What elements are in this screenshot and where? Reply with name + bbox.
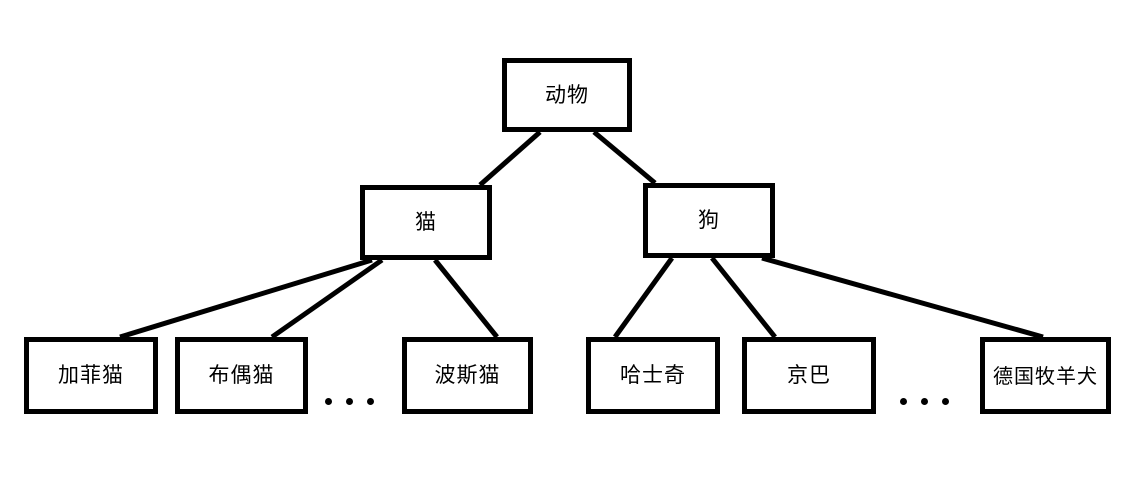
edge-root-to-cat (478, 130, 542, 187)
node-persian-cat-label: 波斯猫 (434, 363, 501, 387)
node-german-shepherd-label: 德国牧羊犬 (993, 363, 1098, 388)
ellipsis-dot (942, 398, 949, 405)
node-garfield-cat-label: 加菲猫 (58, 363, 124, 387)
edge-root-to-dog (592, 130, 657, 185)
edge-cat-to-cat3 (433, 258, 499, 339)
node-husky-label: 哈士奇 (620, 363, 686, 387)
node-cat-label: 猫 (415, 210, 437, 234)
ellipsis-dot (921, 398, 928, 405)
ellipsis-dot (900, 398, 907, 405)
node-husky[interactable]: 哈士奇 (586, 337, 720, 414)
edge-dog-to-dog1 (612, 256, 675, 339)
node-ragdoll-cat-label: 布偶猫 (208, 363, 275, 387)
ellipsis-dot (325, 398, 332, 405)
node-animal-label: 动物 (545, 82, 589, 107)
ellipsis-dot (346, 398, 353, 405)
node-dog-label: 狗 (698, 208, 720, 232)
edge-dog-to-dog2 (710, 256, 777, 339)
connector-lines (119, 130, 1044, 340)
node-pekingese[interactable]: 京巴 (742, 337, 876, 414)
cat-ellipsis (325, 398, 374, 405)
dog-ellipsis (900, 398, 949, 405)
node-pekingese-label: 京巴 (787, 363, 831, 387)
edge-dog-to-dog3 (761, 255, 1044, 340)
node-garfield-cat[interactable]: 加菲猫 (24, 337, 158, 414)
node-dog[interactable]: 狗 (643, 183, 775, 258)
node-german-shepherd[interactable]: 德国牧羊犬 (980, 337, 1111, 414)
edge-cat-to-cat1 (119, 257, 373, 340)
ellipsis-dot (367, 398, 374, 405)
node-cat[interactable]: 猫 (360, 185, 492, 260)
node-ragdoll-cat[interactable]: 布偶猫 (175, 337, 308, 414)
edge-cat-to-cat2 (270, 257, 384, 340)
node-animal[interactable]: 动物 (502, 58, 632, 132)
node-persian-cat[interactable]: 波斯猫 (402, 337, 533, 414)
